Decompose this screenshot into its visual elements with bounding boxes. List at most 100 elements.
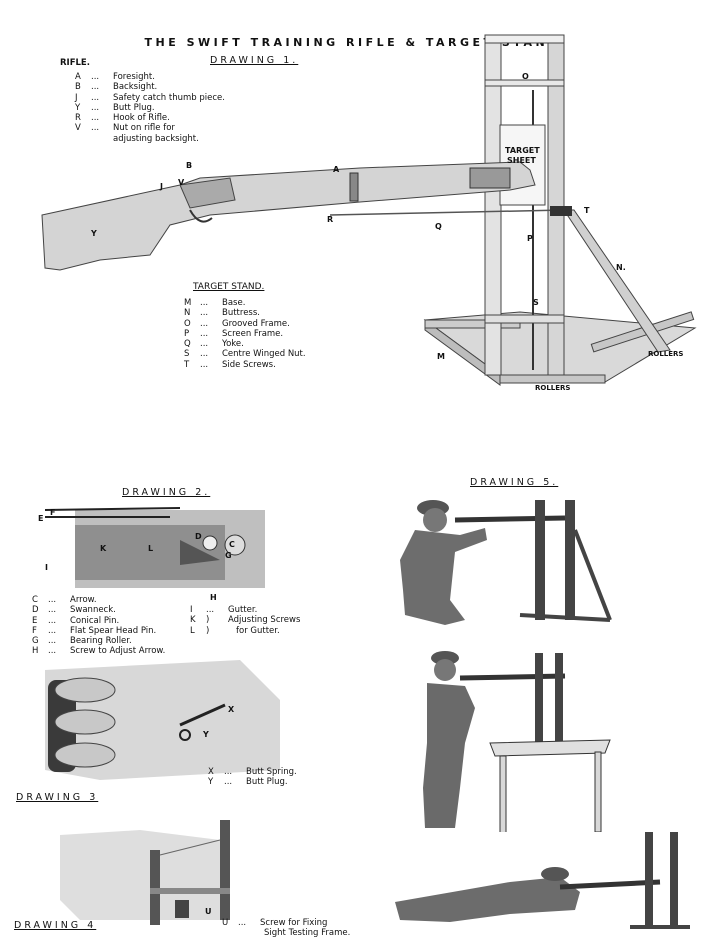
legend-row: P...Screen Frame. [184,329,306,339]
legend-desc: for Gutter. [236,625,280,636]
callout-a: A [333,165,340,174]
callout-y: Y [91,229,97,238]
legend-key: E [32,615,38,626]
drawing-2-callout-c: C [229,540,235,549]
legend-row: T...Side Screws. [184,360,306,370]
drawing-2-label: DRAWING 2. [122,487,211,498]
legend-desc: Sight Testing Frame. [264,928,351,939]
callout-s: S [533,298,539,307]
legend-sep: ... [200,298,209,308]
legend-row: M...Base. [184,298,306,308]
drawing-5-prone-photo [390,832,700,940]
drawing-4-label: DRAWING 4 [14,920,97,931]
legend-sep: ... [91,113,100,124]
legend-desc: Hook of Rifle. [113,113,170,124]
legend-row: A...Foresight. [75,72,225,82]
callout-q: Q [435,222,442,231]
legend-sep: ... [91,92,100,103]
legend-key: V [75,123,81,134]
legend-key: S [184,349,190,360]
legend-key: U [222,918,229,928]
legend-sep: ... [200,349,209,360]
legend-desc: Screen Frame. [222,328,284,339]
legend-key: I [190,605,193,615]
drawing-2-callout-f: F [50,508,56,517]
callout-p: P [527,234,533,243]
legend-desc: Screw for Fixing [260,918,328,928]
legend-key: D [32,605,39,616]
legend-key: O [184,318,191,329]
drawing-5-standing-photo [415,648,615,843]
legend-row: adjusting backsight. [75,134,225,144]
legend-row: Y...Butt Plug. [75,103,225,113]
stand-heading: TARGET STAND. [193,282,265,292]
legend-key: G [32,636,39,647]
legend-key: T [184,359,190,370]
legend-key: M [184,298,192,308]
callout-n: N. [616,263,626,272]
page-title: THE SWIFT TRAINING RIFLE & TARGET STAND. [144,36,569,49]
drawing-2-callout-l: L [148,544,154,553]
legend-sep: ... [238,918,247,928]
rollers-bottom-label: ROLLERS [535,384,571,392]
legend-row: D...Swanneck. [32,605,165,615]
legend-key: L [190,625,195,636]
stand-legend: M...Base.N...Buttress.O...Grooved Frame.… [184,298,306,370]
callout-o: O [522,72,529,81]
legend-row: C...Arrow. [32,595,165,605]
legend-sep: ... [200,318,209,329]
legend-desc: Nut on rifle for [113,123,175,134]
legend-row: S...Centre Winged Nut. [184,349,306,359]
legend-sep: ... [224,777,233,788]
callout-m: M [437,352,445,361]
legend-row: O...Grooved Frame. [184,319,306,329]
legend-sep: ... [48,615,57,626]
legend-key: C [32,595,38,605]
drawing-3-callout-y: Y [203,730,209,739]
drawing-3-legend: X...Butt Spring.Y...Butt Plug. [208,767,297,788]
drawing-2-legend-right: I...Gutter. K)Adjusting Screws L)for Gut… [190,605,301,636]
legend-key: A [75,72,81,82]
drawing-3-label: DRAWING 3 [16,792,99,803]
drawing-2-legend-left: C...Arrow.D...Swanneck.E...Conical Pin.F… [32,595,165,657]
legend-row: F... Flat Spear Head Pin. [32,626,165,636]
callout-j: J [160,182,163,191]
legend-desc: Butt Plug. [246,777,288,788]
legend-row: E...Conical Pin. [32,616,165,626]
legend-key: N [184,308,191,319]
legend-key: Y [208,777,214,788]
legend-sep: ... [200,308,209,319]
legend-key: F [32,625,37,636]
legend-sep: ... [48,625,57,636]
callout-r: R [327,215,334,224]
drawing-2-callout-d: D [195,532,202,541]
drawing-4-legend: U... Screw for Fixing Sight Testing Frame… [222,918,350,939]
legend-desc: Screw to Adjust Arrow. [70,646,166,657]
legend-desc: Flat Spear Head Pin. [70,625,157,636]
rifle-legend: A...Foresight.B...Backsight.J...Safety c… [75,72,225,144]
rifle-and-stand-illustration [41,34,697,386]
legend-desc: Arrow. [70,595,97,605]
drawing-2-callout-g: G [225,551,232,560]
rifle-heading: RIFLE. [60,58,90,68]
legend-row: H...Screw to Adjust Arrow. [32,646,165,656]
legend-desc: Backsight. [113,82,158,93]
drawing-5-label: DRAWING 5. [470,477,559,488]
drawing-2-illustration [44,507,265,588]
rollers-right-label: ROLLERS [648,350,684,358]
legend-sep: ... [48,636,57,647]
legend-row: G...Bearing Roller. [32,636,165,646]
target-sheet-label-2: SHEET [507,156,536,165]
target-sheet-label-1: TARGET [505,146,540,155]
legend-row: V...Nut on rifle for [75,123,225,133]
drawing-2-callout-i: I [45,563,48,572]
drawing-1-label: DRAWING 1. [210,55,299,66]
legend-desc: adjusting backsight. [113,133,199,144]
legend-sep: ... [200,328,209,339]
legend-sep: ... [200,359,209,370]
legend-key: X [208,767,214,777]
legend-key: K [190,615,196,626]
legend-sep: ... [91,102,100,113]
legend-sep: ... [224,767,233,777]
legend-row: N...Buttress. [184,308,306,318]
